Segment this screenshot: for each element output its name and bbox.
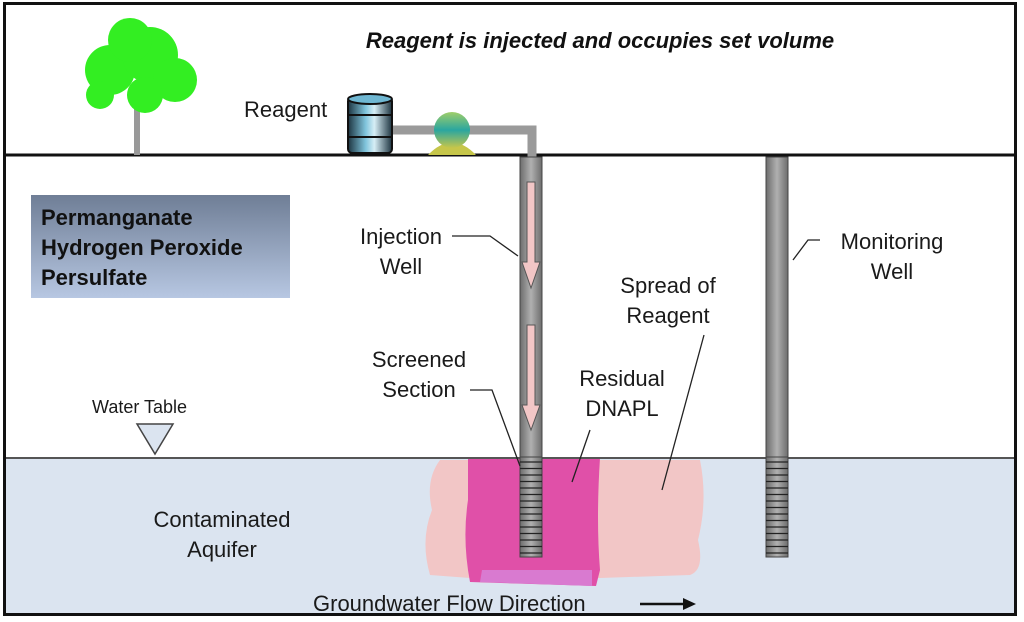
- label-line: Spread of: [620, 273, 716, 298]
- water-table-label: Water Table: [92, 397, 188, 417]
- label-line: Injection: [360, 224, 442, 249]
- tree-icon: [85, 18, 197, 155]
- monitoring-well-label: Monitoring Well: [820, 227, 964, 287]
- label-line: Screened: [371, 347, 467, 372]
- label-line: Contaminated: [153, 507, 291, 532]
- injection-well-label: Injection Well: [350, 222, 452, 282]
- oxidant-item: Persulfate: [41, 265, 148, 290]
- oxidant-list-box: Permanganate Hydrogen Peroxide Persulfat…: [31, 195, 290, 298]
- monitoring-well: [765, 156, 789, 558]
- label-line: DNAPL: [585, 396, 659, 421]
- screened-section-label: Screened Section: [360, 345, 478, 405]
- label-line: Aquifer: [187, 537, 257, 562]
- groundwater-flow-label: Groundwater Flow Direction: [313, 591, 586, 616]
- oxidant-item: Hydrogen Peroxide: [41, 235, 243, 260]
- label-line: Residual: [579, 366, 665, 391]
- monitoring-well-screen: [766, 461, 788, 554]
- reagent-drum-icon: [347, 93, 393, 154]
- contaminated-aquifer-label: Contaminated Aquifer: [136, 505, 308, 565]
- groundwater-flow-arrow-icon: [640, 598, 696, 610]
- label-line: Reagent: [626, 303, 710, 328]
- label-line: Well: [870, 259, 914, 284]
- pump-icon: [428, 112, 476, 155]
- leader-lines: [452, 235, 820, 491]
- oxidant-item: Permanganate: [41, 205, 193, 230]
- flow-arrow-icon: [521, 181, 541, 432]
- dnapl-pool: [480, 570, 592, 586]
- injection-well-screen: [520, 461, 542, 554]
- reagent-label: Reagent: [244, 97, 328, 122]
- residual-dnapl-label: Residual DNAPL: [566, 364, 678, 424]
- spread-of-reagent-label: Spread of Reagent: [606, 271, 730, 331]
- label-line: Monitoring: [840, 229, 944, 254]
- label-line: Section: [382, 377, 456, 402]
- water-table-symbol-icon: [135, 423, 175, 456]
- diagram-title: Reagent is injected and occupies set vol…: [365, 28, 835, 53]
- label-line: Well: [379, 254, 423, 279]
